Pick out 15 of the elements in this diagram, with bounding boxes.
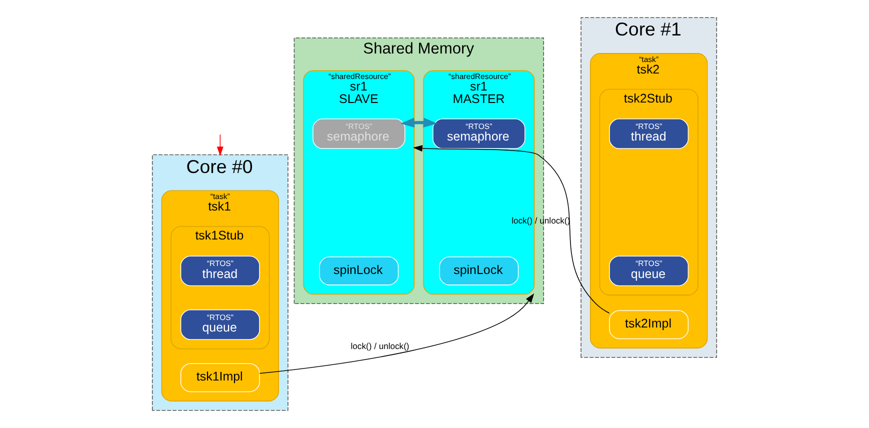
node-box: “RTOS” thread bbox=[609, 118, 689, 149]
node-box: “RTOS” queue bbox=[180, 309, 260, 340]
node-box: tsk1Impl bbox=[180, 363, 260, 392]
arrow bbox=[400, 118, 438, 128]
node-box: “RTOS” thread bbox=[180, 256, 260, 286]
node-box: spinLock bbox=[439, 256, 519, 286]
node-box: “RTOS” queue bbox=[609, 256, 689, 286]
edge-label: lock() / unlock() bbox=[350, 340, 410, 351]
arrow bbox=[259, 293, 534, 374]
node-box: “RTOS” semaphore bbox=[432, 118, 526, 149]
node-box: tsk2Impl bbox=[609, 310, 689, 340]
arrow bbox=[216, 134, 224, 156]
arrow bbox=[413, 145, 610, 314]
node-box: spinLock bbox=[319, 256, 399, 286]
node-box: “RTOS” semaphore bbox=[312, 118, 406, 149]
